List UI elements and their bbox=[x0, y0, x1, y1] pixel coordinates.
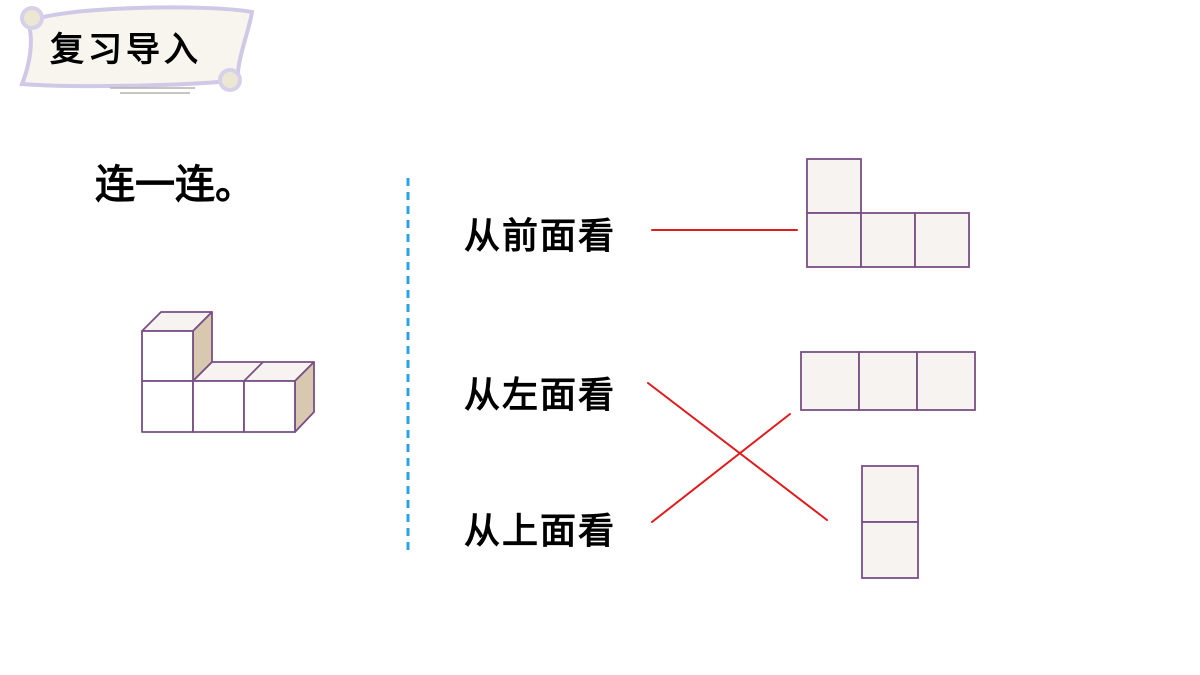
l-shape-bottom-cell-2 bbox=[860, 212, 916, 268]
cube-top-divider bbox=[243, 361, 264, 382]
cube-front-3 bbox=[243, 380, 296, 433]
match-lines bbox=[647, 229, 828, 523]
cube-front-2 bbox=[192, 380, 245, 433]
l-shape-bottom-cell-3 bbox=[914, 212, 970, 268]
row-three-cell-3 bbox=[916, 351, 976, 411]
banner-scroll bbox=[19, 5, 255, 94]
banner-title: 复习导入 bbox=[50, 30, 202, 70]
view-label-front[interactable]: 从前面看 bbox=[464, 215, 617, 257]
l-shape-bottom-cell-1 bbox=[806, 212, 862, 268]
instruction-text: 连一连。 bbox=[95, 162, 255, 208]
row-three-cell-1 bbox=[800, 351, 860, 411]
vertical-two-cell-1 bbox=[861, 465, 919, 523]
cube-front-1 bbox=[141, 380, 194, 433]
cube-front-upper bbox=[141, 330, 194, 382]
shape-row-three bbox=[800, 351, 976, 411]
vertical-two-cell-2 bbox=[861, 521, 919, 579]
l-shape-top-cell bbox=[806, 158, 862, 214]
view-label-top[interactable]: 从上面看 bbox=[464, 510, 617, 552]
view-label-left[interactable]: 从左面看 bbox=[464, 374, 617, 416]
match-line-left[interactable] bbox=[647, 382, 828, 521]
banner-roll-bottom bbox=[218, 68, 242, 92]
row-three-cell-2 bbox=[858, 351, 918, 411]
shape-vertical-two bbox=[861, 465, 919, 579]
cube-model bbox=[141, 311, 315, 433]
shape-l-shape bbox=[806, 158, 970, 268]
banner-roll-top bbox=[20, 6, 44, 30]
match-line-top[interactable] bbox=[651, 413, 791, 523]
